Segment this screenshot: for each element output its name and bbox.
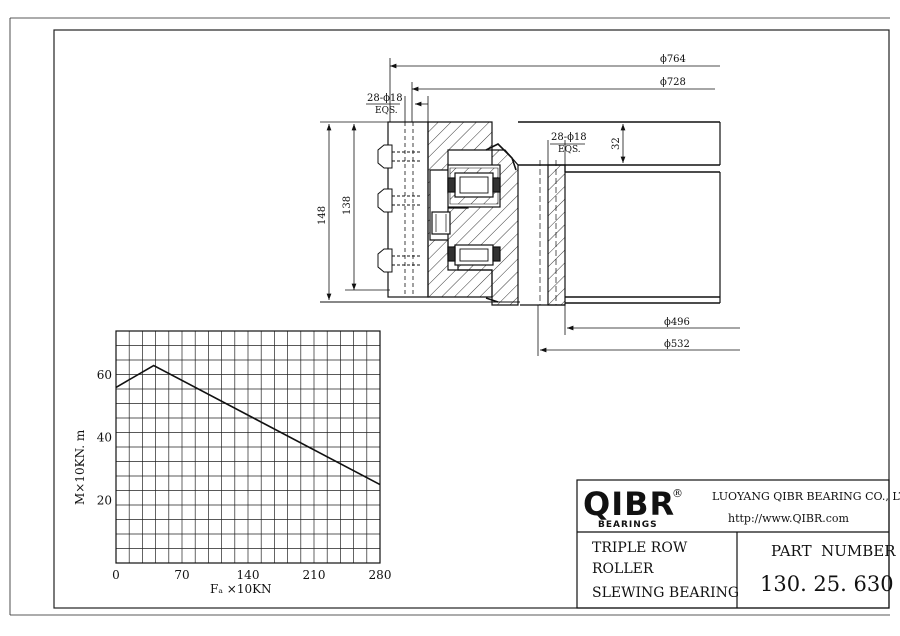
y-tick-label: 20 [97,493,112,507]
dim-outer-holes-note: EQS. [375,106,398,116]
dim-height-inner: 138 [342,196,353,215]
part-number-value: 130. 25. 630 [760,572,894,596]
company-website[interactable]: http://www.QIBR.com [728,512,850,525]
load-curve [115,364,381,486]
dim-outer-diameter: ϕ764 [660,54,686,65]
title-block [576,479,890,609]
dim-offset: 32 [611,137,622,150]
x-tick-label: 280 [369,568,392,582]
dim-inner-holes-note: EQS. [558,145,581,155]
dimension-lines [326,58,740,356]
chart-y-axis-label: M×10KN. m [73,429,87,505]
company-logo: QIBR ® BEARINGS [583,485,683,530]
x-tick-label: 0 [112,568,120,582]
product-line-3: SLEWING BEARING [592,585,739,601]
x-tick-label: 70 [174,568,189,582]
logo-registered-mark: ® [672,487,683,500]
dim-outer-holes: 28-ϕ18 [367,93,403,104]
product-line-1: TRIPLE ROW [592,540,688,556]
x-tick-label: 210 [303,568,326,582]
dim-inner-diameter: ϕ496 [664,317,690,328]
bearing-cross-section [320,121,721,306]
part-number-label: PART NUMBER [771,542,896,560]
x-tick-label: 140 [237,568,260,582]
x-tick-labels: 0 70 140 210 280 [112,568,391,582]
dim-inner-holes: 28-ϕ18 [551,132,587,143]
chart-frame [115,330,381,564]
dim-height-total: 148 [317,206,328,225]
chart-x-axis-label: Fₐ ×10KN [210,582,272,596]
y-tick-label: 40 [97,431,112,445]
dim-bolt-circle-inner: ϕ532 [664,339,690,350]
load-chart: 0 70 140 210 280 20 40 60 Fₐ ×10KN M×10KN. m [73,330,391,596]
dim-bolt-circle-outer: ϕ728 [660,77,686,88]
y-tick-label: 60 [97,368,112,382]
logo-subtext: BEARINGS [598,520,658,530]
y-tick-labels: 20 40 60 [97,368,112,507]
product-line-2: ROLLER [592,561,654,577]
sheet-border [9,17,890,616]
company-name: LUOYANG QIBR BEARING CO., LTD [712,490,900,503]
chart-grid [116,331,380,563]
dimension-labels: ϕ764 ϕ728 28-ϕ18 EQS. 28-ϕ18 EQS. 148 13… [317,54,690,350]
logo-wordmark: QIBR [583,485,675,523]
mounting-bolts [377,144,420,273]
